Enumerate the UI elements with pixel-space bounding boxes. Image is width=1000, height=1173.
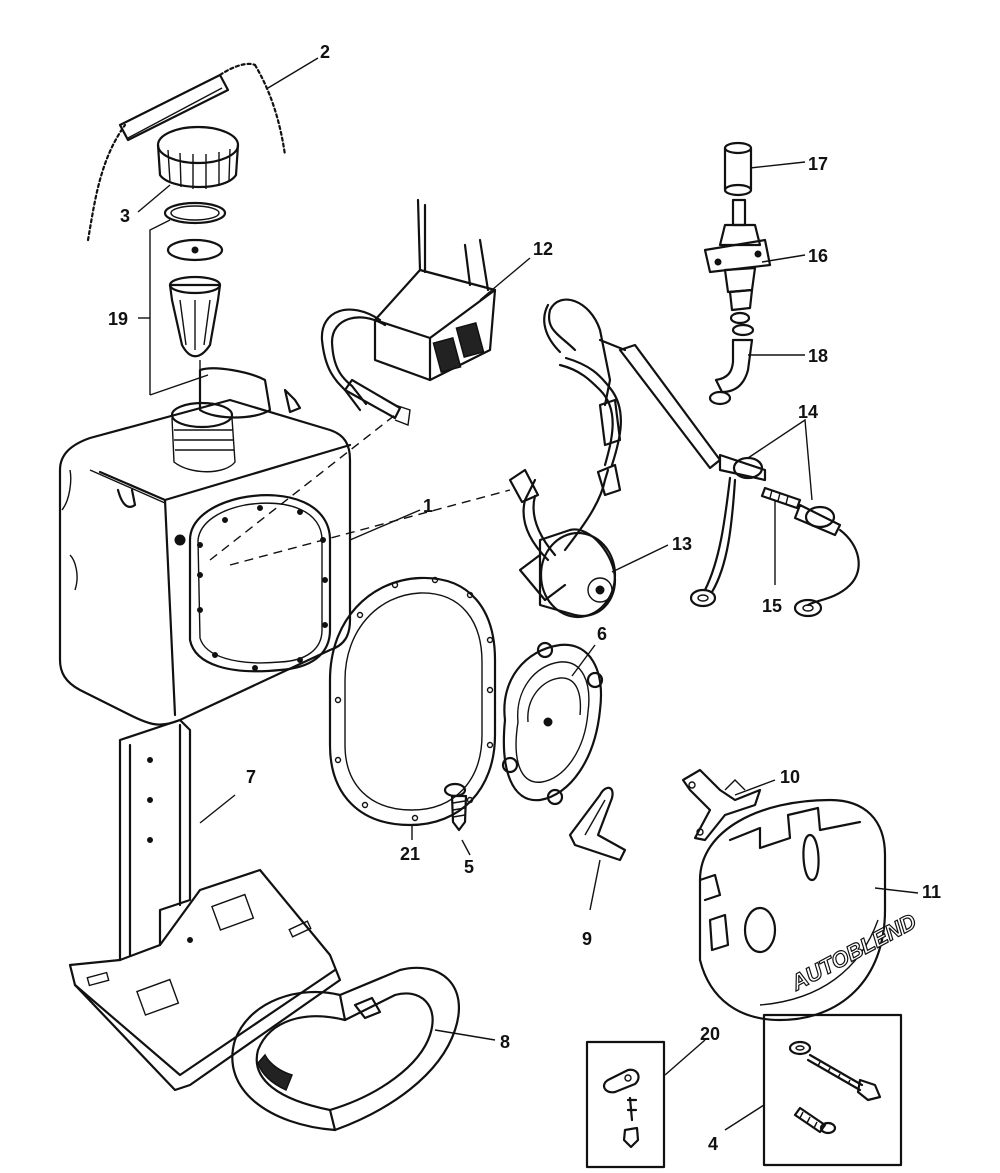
fastener-kit-icon — [585, 1040, 666, 1169]
callout-11: 11 — [922, 882, 941, 902]
hold-down-strap-icon — [231, 966, 461, 1132]
diaphragm-cover-icon — [501, 641, 604, 806]
leader-lines — [137, 57, 919, 1131]
callout-labels: 1 2 3 4 5 6 7 8 9 10 11 12 13 14 15 16 1… — [108, 42, 941, 1154]
cover-icon: AUTOBLEND — [698, 798, 921, 1022]
callout-17: 17 — [808, 154, 828, 174]
hose-sleeve-icon — [723, 141, 753, 197]
callout-15: 15 — [762, 596, 782, 616]
bracket-plate-icon — [681, 768, 762, 842]
callout-10: 10 — [780, 767, 800, 787]
connector-lead-icon — [689, 453, 860, 618]
strap-rope-icon — [86, 62, 287, 242]
callout-14: 14 — [798, 402, 818, 422]
control-module-icon — [320, 198, 497, 426]
callout-16: 16 — [808, 246, 828, 266]
callout-5: 5 — [464, 857, 474, 877]
fill-cap-icon — [156, 125, 240, 189]
oil-tank-icon — [58, 367, 352, 726]
motor-sensor-icon — [508, 356, 622, 619]
callout-4: 4 — [708, 1134, 718, 1154]
hose-icon — [708, 323, 755, 406]
callout-21: 21 — [400, 844, 420, 864]
mounting-bracket-icon — [68, 718, 342, 1092]
callout-1: 1 — [423, 496, 433, 516]
callout-8: 8 — [500, 1032, 510, 1052]
bolt-kit-icon — [762, 1013, 903, 1167]
callout-3: 3 — [120, 206, 130, 226]
cover-brand-text: AUTOBLEND — [786, 908, 920, 995]
connector-pin-icon — [760, 486, 802, 510]
screw-icon — [443, 782, 468, 832]
gasket-icon — [328, 576, 497, 827]
callout-9: 9 — [582, 929, 592, 949]
callout-12: 12 — [533, 239, 553, 259]
fuel-filter-valve-icon — [703, 198, 772, 325]
callout-20: 20 — [700, 1024, 720, 1044]
clip-icon — [568, 786, 627, 862]
callout-19: 19 — [108, 309, 128, 329]
wire-harness-icon — [543, 298, 722, 470]
callout-6: 6 — [597, 624, 607, 644]
callout-2: 2 — [320, 42, 330, 62]
filter-screen-kit-icon — [149, 201, 227, 396]
callout-7: 7 — [246, 767, 256, 787]
callout-18: 18 — [808, 346, 828, 366]
callout-13: 13 — [672, 534, 692, 554]
